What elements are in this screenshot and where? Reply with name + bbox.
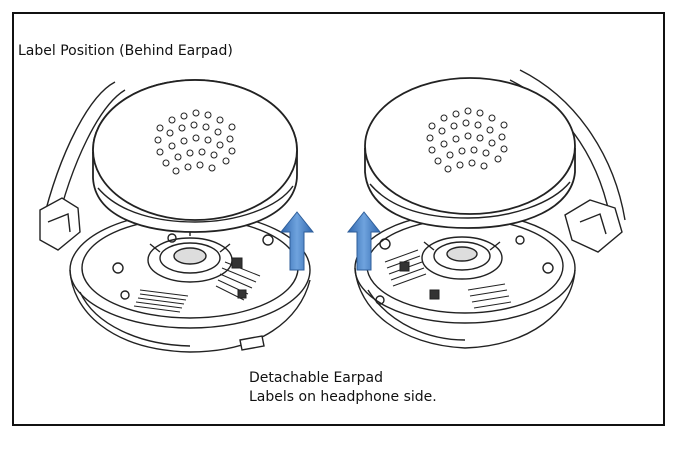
diagram-caption: Detachable Earpad Labels on headphone si… xyxy=(249,369,437,407)
caption-line-2: Labels on headphone side. xyxy=(249,389,437,405)
up-arrow-icon xyxy=(346,211,382,271)
right-label-area xyxy=(384,249,512,309)
left-earcup xyxy=(39,79,311,353)
speaker-grille-icon xyxy=(154,109,236,175)
right-earcup xyxy=(354,69,626,349)
left-label-area xyxy=(133,257,261,313)
speaker-grille-icon xyxy=(426,107,508,173)
diagram-title: Label Position (Behind Earpad) xyxy=(18,43,233,59)
caption-line-1: Detachable Earpad xyxy=(249,370,383,386)
diagram-frame xyxy=(12,12,665,426)
up-arrow-icon xyxy=(279,211,315,271)
